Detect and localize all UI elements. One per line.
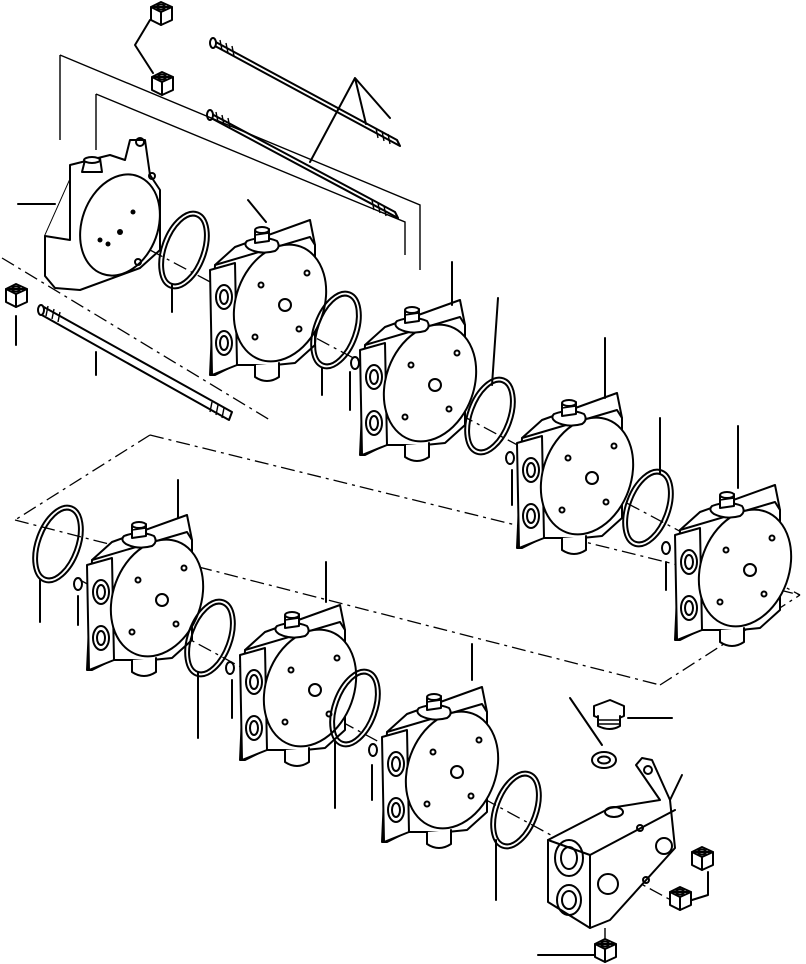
- tie-rod-lower: [37, 304, 233, 421]
- o-ring-icon: [350, 356, 360, 370]
- hex-nut-icon: [151, 71, 174, 96]
- valve-section-icon: [209, 219, 343, 382]
- hex-nut-icon: [691, 846, 714, 871]
- outlet-end-cover: [547, 697, 683, 929]
- lower-row: [22, 479, 552, 901]
- upper-row: [148, 199, 806, 647]
- hex-nut-icon: [150, 1, 173, 26]
- hex-nut-icon: [669, 886, 692, 911]
- valve-section-icon: [674, 484, 806, 647]
- o-ring-icon: [22, 497, 94, 591]
- o-ring-icon: [73, 577, 83, 591]
- valve-section-icon: [359, 299, 493, 462]
- top-nuts: [5, 1, 174, 346]
- tie-rods: [37, 37, 401, 421]
- o-ring-icon: [225, 661, 235, 675]
- plug-icon: [593, 699, 625, 730]
- bottom-nuts: [537, 846, 714, 963]
- washer-icon: [591, 751, 617, 769]
- rod-bracket: [59, 54, 421, 270]
- hex-nut-icon: [594, 938, 617, 963]
- plug-and-washer: [591, 699, 673, 769]
- valve-section-icon: [516, 392, 650, 555]
- hex-nut-icon: [5, 283, 28, 308]
- o-ring-icon: [505, 451, 515, 465]
- o-ring-icon: [368, 743, 378, 757]
- tie-rod-upper-2: [206, 109, 399, 219]
- inlet-cover: [17, 137, 161, 291]
- tie-rod-upper-1: [209, 37, 401, 147]
- valve-section-icon: [86, 514, 220, 677]
- o-ring-icon: [661, 541, 671, 555]
